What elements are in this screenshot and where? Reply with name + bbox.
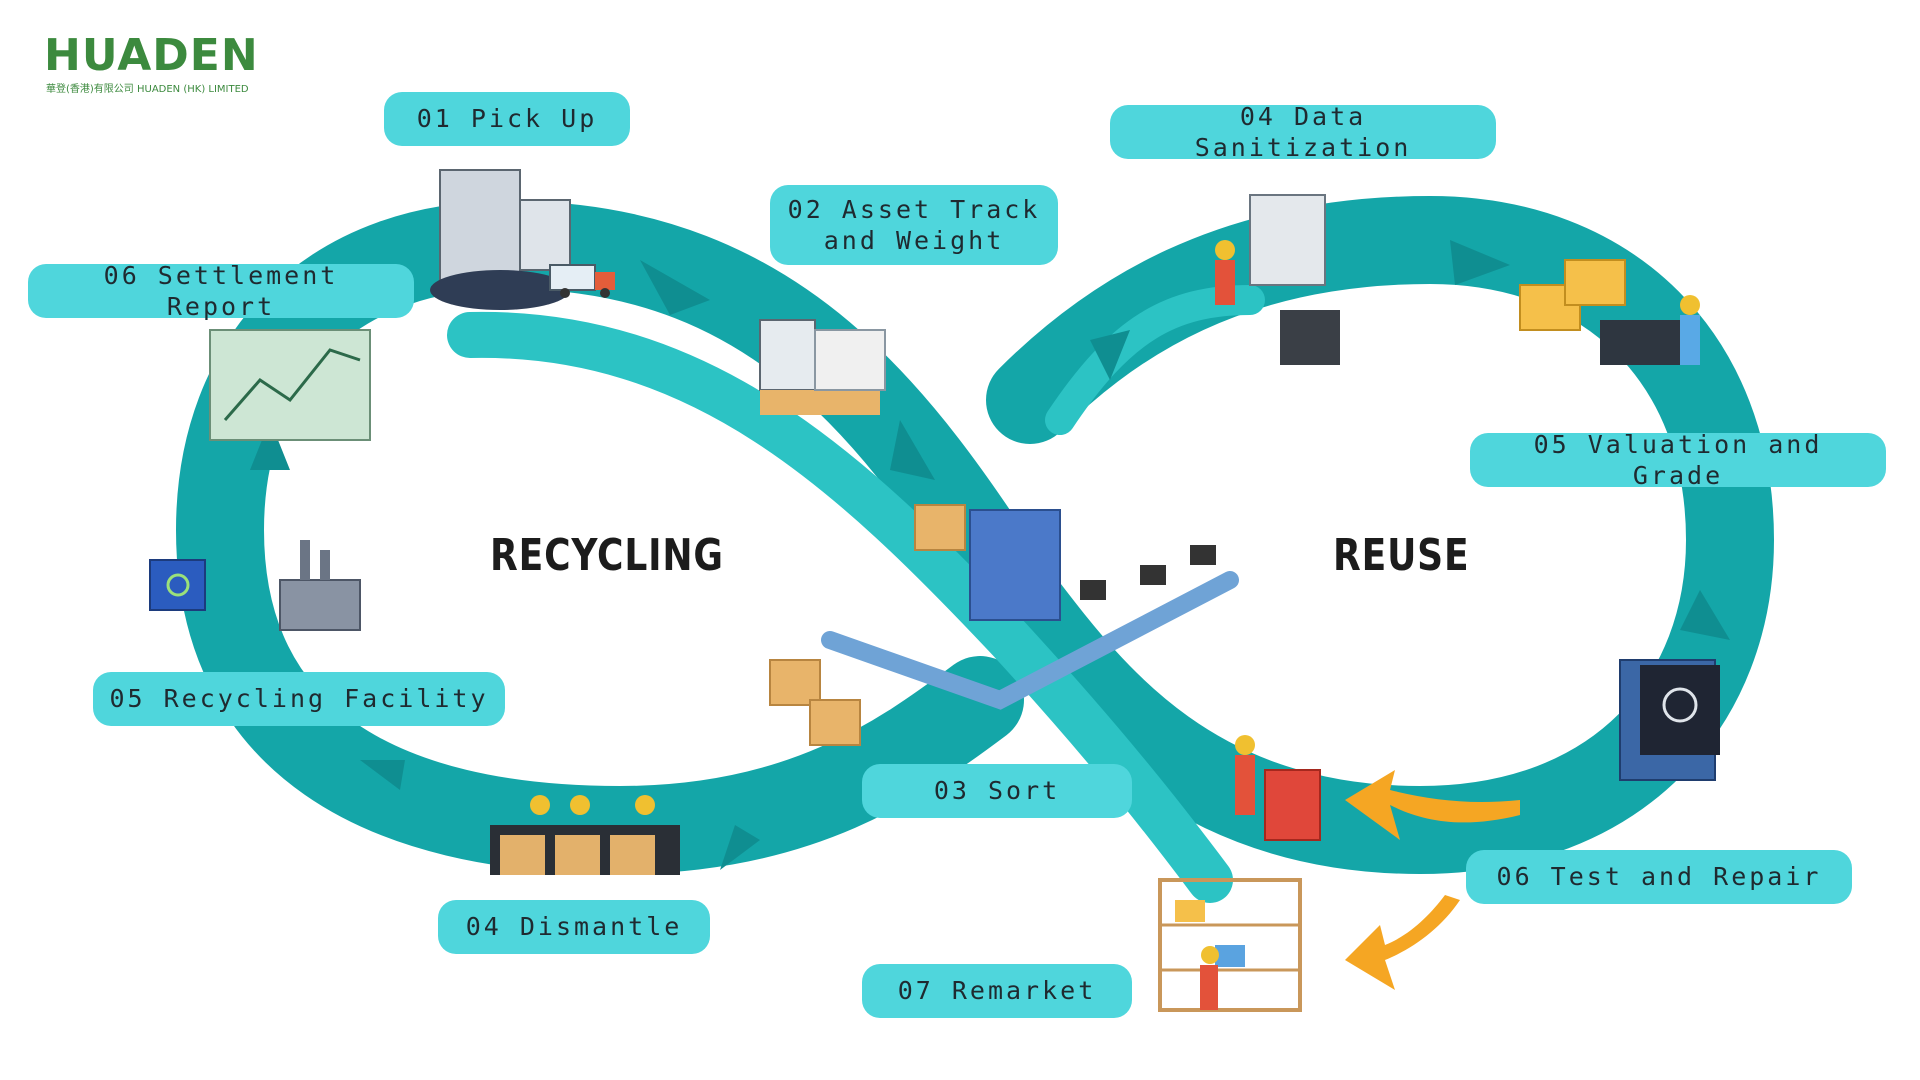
step-dismantle-label: 04 Dismantle [465,912,683,942]
box-icon [769,504,966,746]
arrow-sort [720,825,760,870]
arrow-pickup [640,260,710,315]
step-sort-label: 03 Sort [933,776,1061,806]
step-settlement-report: 06 Settlement Report [28,261,414,321]
step-remarket: 07 Remarket [862,964,1132,1018]
valuation-box-icon [1519,259,1700,365]
arrow-data [1090,330,1130,380]
step-asset-track: 02 Asset Track and Weight [770,185,1058,265]
worker-icon [1200,946,1219,1010]
step-pick-up: 01 Pick Up [384,92,630,146]
step-dismantle: 04 Dismantle [438,900,710,954]
step-test-repair-label: 06 Test and Repair [1496,862,1822,892]
step-sort: 03 Sort [862,764,1132,818]
shelf-icon [1158,878,1302,1012]
arrow-dismantle [360,760,405,790]
step-asset-track-label: 02 Asset Track and Weight [787,194,1041,255]
reuse-title: REUSE [1333,530,1470,581]
step-valuation-grade: 05 Valuation and Grade [1470,430,1886,490]
step-settlement-report-label: 06 Settlement Report [103,260,339,321]
truck-icon [549,264,615,298]
step-data-sanitization: 04 Data Sanitization [1110,102,1496,162]
computer-stack-icon [430,169,571,310]
logo-wordmark: HUADEN [44,30,259,81]
step-recycling-facility: 05 Recycling Facility [93,672,505,726]
monitor-icon [1619,659,1720,781]
recycle-bin-icon [149,559,206,611]
arrow-asset [890,420,935,480]
step-pick-up-label: 01 Pick Up [416,104,598,134]
arrow-top-right [1450,240,1510,285]
server-icon [1215,194,1340,365]
trash-bin-icon [1235,735,1321,841]
dismantle-bench-icon [490,795,680,875]
orange-arrow-test [1345,770,1520,840]
crossing-band [447,311,1233,903]
arrow-up-left [250,420,290,470]
step-remarket-label: 07 Remarket [897,976,1097,1006]
step-test-repair: 06 Test and Repair [1466,850,1852,904]
step-recycling-facility-label: 05 Recycling Facility [109,684,489,714]
left-loop-band [175,200,1054,875]
asset-track-icon [759,319,886,415]
step-data-sanitization-label: 04 Data Sanitization [1194,101,1412,162]
orange-arrow-remarket [1345,895,1460,990]
huaden-logo: HUADEN 華登(香港)有限公司 HUADEN (HK) LIMITED [44,26,284,96]
logo-tagline: 華登(香港)有限公司 HUADEN (HK) LIMITED [46,84,249,95]
factory-icon [279,540,361,631]
step-valuation-grade-label: 05 Valuation and Grade [1533,429,1823,490]
settlement-board-icon [209,329,371,441]
conveyor-icon [821,509,1239,710]
arrow-valuation [1680,590,1730,640]
recycling-title: RECYCLING [490,530,724,581]
